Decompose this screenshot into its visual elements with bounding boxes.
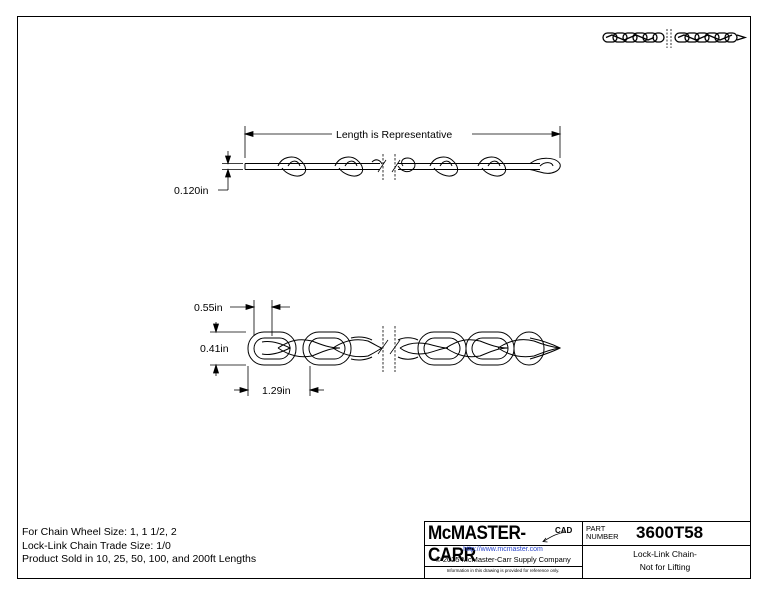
website-link[interactable]: http://www.mcmaster.com — [463, 546, 543, 553]
dim-link-inner-length: 0.55in — [194, 302, 223, 314]
mcmaster-logo: McMASTER-CARR — [428, 523, 526, 566]
thickness-dimension — [218, 151, 243, 191]
note-chain-wheel-size: For Chain Wheel Size: 1, 1 1/2, 2 — [22, 526, 177, 538]
dim-thickness: 0.120in — [174, 185, 209, 197]
link-width-dimension — [210, 322, 246, 376]
dim-link-width: 0.41in — [200, 343, 229, 355]
top-break-lines — [377, 326, 401, 372]
part-number-label: PART NUMBER — [586, 525, 619, 541]
description-line-1: Lock-Link Chain- — [633, 549, 697, 559]
cad-mark: CAD — [555, 526, 573, 535]
part-label-line-1: PART — [586, 524, 606, 533]
product-notes: For Chain Wheel Size: 1, 1 1/2, 2 Lock-L… — [22, 526, 256, 567]
inner-length-dimension — [230, 300, 290, 336]
reference-disclaimer: Information in this drawing is provided … — [446, 568, 560, 573]
outer-length-dimension — [234, 366, 324, 396]
dim-length-label: Length is Representative — [336, 129, 452, 141]
chain-top-view — [247, 331, 562, 366]
thumbnail-break-lines — [666, 29, 672, 48]
sheet-border — [17, 16, 751, 579]
dim-link-outer-length: 1.29in — [262, 385, 291, 397]
part-description: Lock-Link Chain- Not for Lifting — [584, 548, 746, 574]
cad-arrow-icon — [542, 531, 567, 543]
chain-side-view — [244, 156, 561, 177]
description-line-2: Not for Lifting — [639, 562, 691, 572]
copyright-text: © 2025 McMaster-Carr Supply Company — [435, 555, 571, 564]
side-break-lines — [377, 154, 401, 180]
title-block-frame — [424, 521, 751, 579]
length-dimension — [243, 126, 562, 158]
part-number: 3600T58 — [636, 523, 704, 542]
chain-thumbnail — [602, 32, 748, 43]
note-sold-lengths: Product Sold in 10, 25, 50, 100, and 200… — [22, 553, 257, 565]
note-trade-size: Lock-Link Chain Trade Size: 1/0 — [22, 539, 171, 552]
part-label-line-2: NUMBER — [586, 532, 619, 541]
